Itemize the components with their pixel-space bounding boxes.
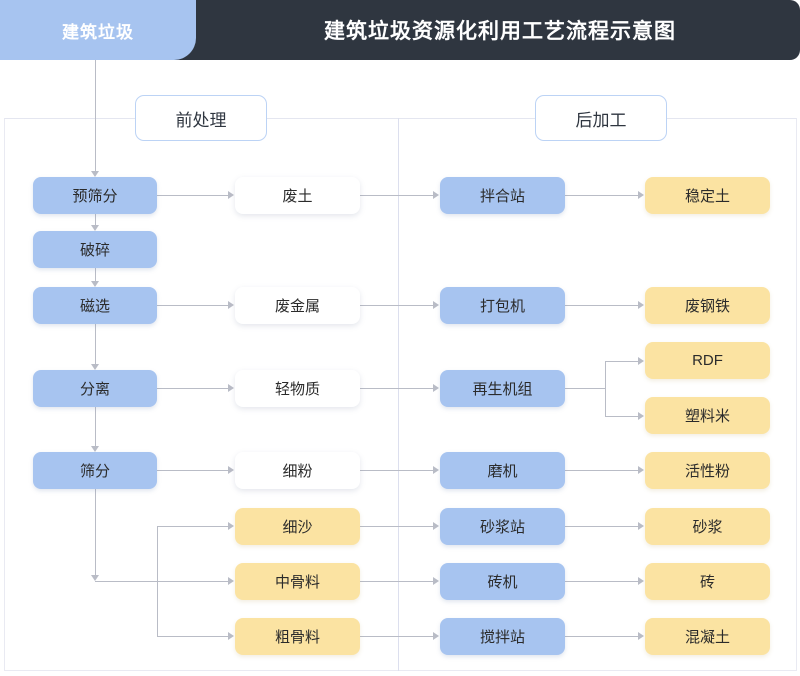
connector-bus-to-rdf bbox=[605, 361, 642, 362]
connector-finesand-to-mortarplant bbox=[360, 526, 437, 527]
arrowhead-magnetic-to-separate bbox=[91, 364, 99, 370]
node-magnetic-separation[interactable]: 磁选 bbox=[33, 287, 157, 324]
connector-lightmatter-to-recycleunit bbox=[360, 388, 437, 389]
header-tab-construction-waste[interactable]: 建筑垃圾 bbox=[0, 0, 196, 60]
connector-sieve-to-medium-aggregate bbox=[95, 581, 232, 582]
connector-mortarplant-to-mortar bbox=[565, 526, 642, 527]
node-pre-screen[interactable]: 预筛分 bbox=[33, 177, 157, 214]
connector-stirplant-to-concrete bbox=[565, 636, 642, 637]
connector-baler-to-scrapsteel bbox=[565, 305, 642, 306]
connector-wastesoil-to-mixingplant bbox=[360, 195, 437, 196]
node-mill[interactable]: 磨机 bbox=[440, 452, 565, 489]
node-brick-machine[interactable]: 砖机 bbox=[440, 563, 565, 600]
arrowhead-mortar bbox=[638, 522, 644, 530]
node-light-matter[interactable]: 轻物质 bbox=[235, 370, 360, 407]
connector-separate-to-lightmatter bbox=[157, 388, 232, 389]
arrowhead-finepowder bbox=[228, 466, 234, 474]
arrowhead-stirplant bbox=[433, 632, 439, 640]
arrowhead-wastesoil bbox=[228, 191, 234, 199]
connector-sieve-down bbox=[95, 489, 96, 579]
arrowhead-prescreen-to-crush bbox=[91, 225, 99, 231]
node-rdf[interactable]: RDF bbox=[645, 342, 770, 379]
arrowhead-medium-aggregate bbox=[228, 577, 234, 585]
connector-mill-to-activepowder bbox=[565, 470, 642, 471]
arrowhead-activepowder bbox=[638, 466, 644, 474]
connector-crush-to-magnetic bbox=[95, 268, 96, 283]
section-header-pretreatment: 前处理 bbox=[135, 95, 267, 141]
node-coarse-aggregate[interactable]: 粗骨料 bbox=[235, 618, 360, 655]
node-stabilized-soil[interactable]: 稳定土 bbox=[645, 177, 770, 214]
connector-aggregate-bus bbox=[157, 526, 158, 637]
node-concrete[interactable]: 混凝土 bbox=[645, 618, 770, 655]
arrowhead-brickmachine bbox=[433, 577, 439, 585]
arrowhead-stablesoil bbox=[638, 191, 644, 199]
node-baler[interactable]: 打包机 bbox=[440, 287, 565, 324]
arrowhead-crush-to-magnetic bbox=[91, 281, 99, 287]
connector-bus-to-coarse-aggregate bbox=[157, 636, 232, 637]
node-brick[interactable]: 砖 bbox=[645, 563, 770, 600]
arrowhead-fine-sand bbox=[228, 522, 234, 530]
arrowhead-lightmatter bbox=[228, 384, 234, 392]
arrowhead-recycleunit bbox=[433, 384, 439, 392]
node-crush[interactable]: 破碎 bbox=[33, 231, 157, 268]
connector-wastemetal-to-baler bbox=[360, 305, 437, 306]
connector-magnetic-to-wastemetal bbox=[157, 305, 232, 306]
arrowhead-sieve-down bbox=[91, 575, 99, 581]
node-active-powder[interactable]: 活性粉 bbox=[645, 452, 770, 489]
connector-prescreen-to-wastesoil bbox=[157, 195, 232, 196]
connector-coarseaggregate-to-stirplant bbox=[360, 636, 437, 637]
connector-bus-to-fine-sand bbox=[157, 526, 232, 527]
arrowhead-mortarplant bbox=[433, 522, 439, 530]
connector-brickmachine-to-brick bbox=[565, 581, 642, 582]
section-divider bbox=[398, 118, 399, 671]
connector-recycleunit-bus bbox=[605, 361, 606, 416]
node-separation[interactable]: 分离 bbox=[33, 370, 157, 407]
node-scrap-steel[interactable]: 废钢铁 bbox=[645, 287, 770, 324]
node-plastic-pellet[interactable]: 塑料米 bbox=[645, 397, 770, 434]
arrowhead-concrete bbox=[638, 632, 644, 640]
connector-finepowder-to-mill bbox=[360, 470, 437, 471]
page-title: 建筑垃圾资源化利用工艺流程示意图 bbox=[324, 20, 676, 43]
node-waste-metal[interactable]: 废金属 bbox=[235, 287, 360, 324]
node-medium-aggregate[interactable]: 中骨料 bbox=[235, 563, 360, 600]
connector-tab-to-prescreen bbox=[95, 60, 96, 173]
arrowhead-rdf bbox=[638, 357, 644, 365]
arrowhead-wastemetal bbox=[228, 301, 234, 309]
node-fine-sand[interactable]: 细沙 bbox=[235, 508, 360, 545]
connector-mixingplant-to-stablesoil bbox=[565, 195, 642, 196]
node-fine-powder[interactable]: 细粉 bbox=[235, 452, 360, 489]
node-sieving[interactable]: 筛分 bbox=[33, 452, 157, 489]
arrowhead-plasticpellet bbox=[638, 412, 644, 420]
node-stirring-plant[interactable]: 搅拌站 bbox=[440, 618, 565, 655]
connector-separate-to-sieve bbox=[95, 407, 96, 448]
node-recycle-unit[interactable]: 再生机组 bbox=[440, 370, 565, 407]
connector-magnetic-to-separate bbox=[95, 324, 96, 366]
node-waste-soil[interactable]: 废土 bbox=[235, 177, 360, 214]
arrowhead-mixingplant bbox=[433, 191, 439, 199]
node-mortar[interactable]: 砂浆 bbox=[645, 508, 770, 545]
arrowhead-brick bbox=[638, 577, 644, 585]
node-mortar-plant[interactable]: 砂浆站 bbox=[440, 508, 565, 545]
connector-sieve-to-finepowder bbox=[157, 470, 232, 471]
connector-mediumaggregate-to-brickmachine bbox=[360, 581, 437, 582]
arrowhead-separate-to-sieve bbox=[91, 446, 99, 452]
connector-bus-to-plasticpellet bbox=[605, 416, 642, 417]
connector-recycleunit-stem bbox=[565, 388, 605, 389]
arrowhead-scrapsteel bbox=[638, 301, 644, 309]
node-mixing-plant[interactable]: 拌合站 bbox=[440, 177, 565, 214]
arrowhead-coarse-aggregate bbox=[228, 632, 234, 640]
connector-prescreen-to-crush bbox=[95, 214, 96, 227]
section-header-postprocessing: 后加工 bbox=[535, 95, 667, 141]
arrowhead-tab-to-prescreen bbox=[91, 171, 99, 177]
arrowhead-mill bbox=[433, 466, 439, 474]
arrowhead-baler bbox=[433, 301, 439, 309]
